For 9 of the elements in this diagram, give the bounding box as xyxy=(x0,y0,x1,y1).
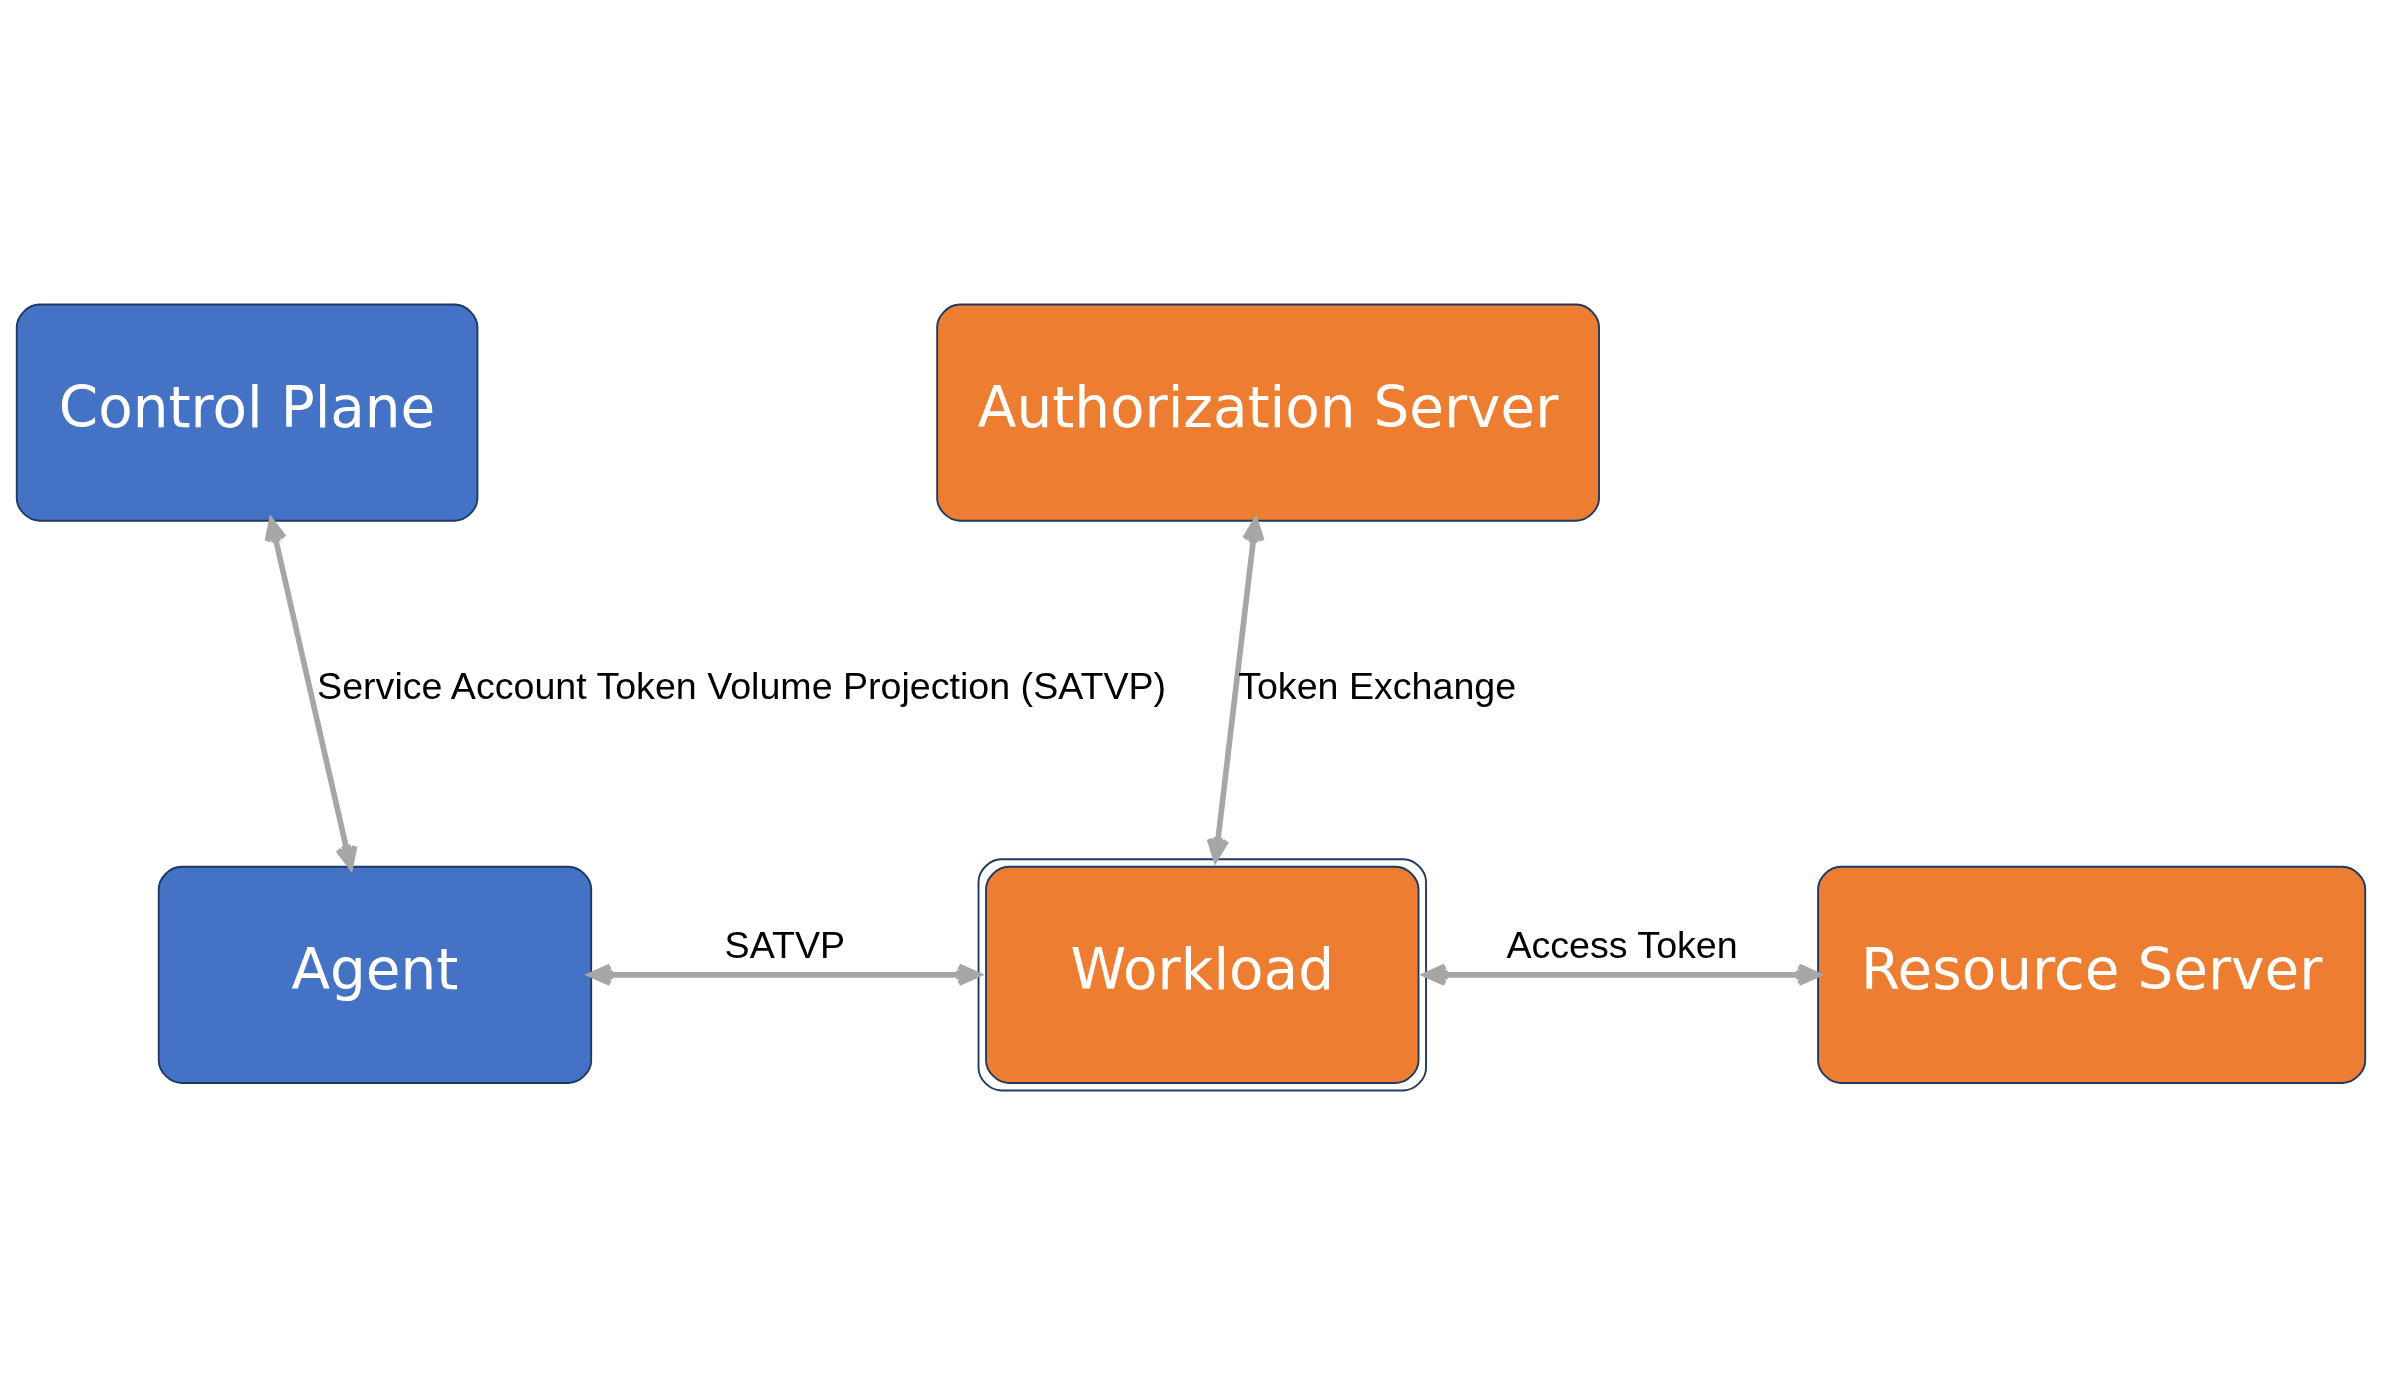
node-box: Resource Server xyxy=(1817,865,2367,1084)
edge-label: Access Token xyxy=(1506,923,1738,966)
node-box: Workload xyxy=(977,857,1427,1091)
node-box: Control Plane xyxy=(15,303,479,522)
edge-label: SATVP xyxy=(724,923,846,966)
edge-label: Token Exchange xyxy=(1238,664,1517,707)
edge-label: Service Account Token Volume Projection (SATVP) xyxy=(317,664,1167,707)
node-box: Authorization Server xyxy=(936,303,1600,522)
node-box: Agent xyxy=(157,865,593,1084)
